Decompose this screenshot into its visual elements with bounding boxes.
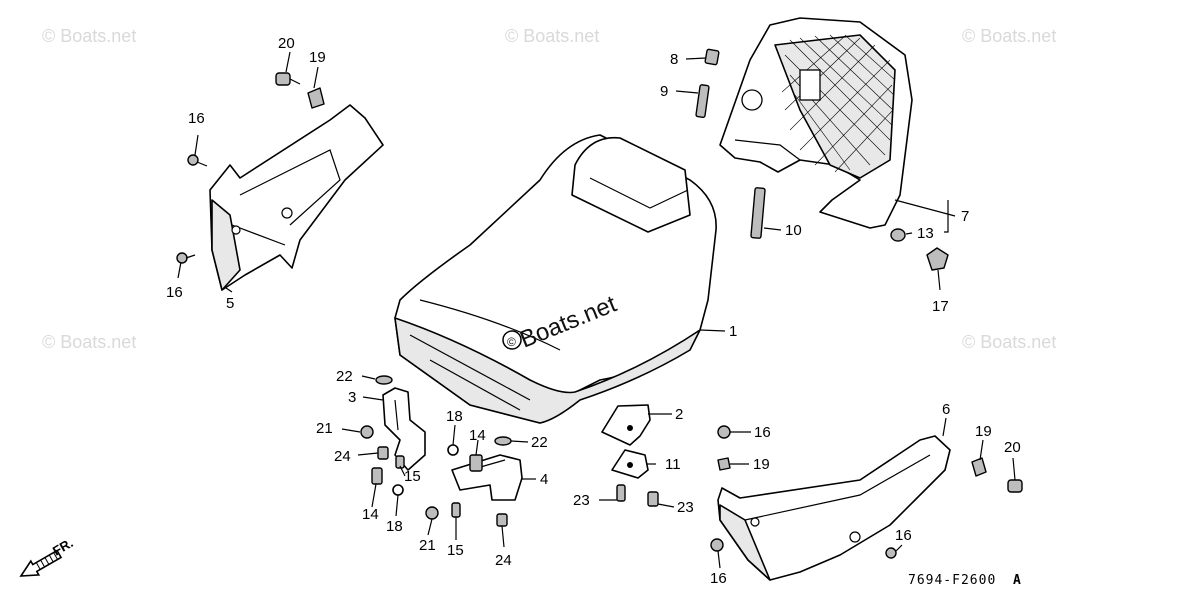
callout-7: 7 <box>961 208 969 225</box>
part-8[interactable] <box>704 48 720 66</box>
watermarks: © Boats.net © Boats.net © Boats.net © Bo… <box>42 26 1056 352</box>
callout-3: 3 <box>348 389 356 406</box>
callout-21b: 21 <box>419 537 436 554</box>
callout-21a: 21 <box>316 420 333 437</box>
watermark-mid-right: © Boats.net <box>962 332 1056 352</box>
callout-23a: 23 <box>573 492 590 509</box>
diagram-code-suffix: A <box>1013 573 1022 588</box>
hardware <box>176 72 1023 559</box>
callout-14b: 14 <box>469 427 486 444</box>
callout-15b: 15 <box>447 542 464 559</box>
callout-20b: 20 <box>1004 439 1021 456</box>
callout-13: 13 <box>917 225 934 242</box>
watermark-top-left: © Boats.net <box>42 26 136 46</box>
callout-16e: 16 <box>895 527 912 544</box>
callout-16d: 16 <box>710 570 727 587</box>
callout-23b: 23 <box>677 499 694 516</box>
callout-6: 6 <box>942 401 950 418</box>
part-9[interactable] <box>695 84 710 118</box>
watermark-top-center: © Boats.net <box>505 26 599 46</box>
callout-11: 11 <box>665 456 681 473</box>
part-clip-11[interactable] <box>611 449 649 479</box>
part-bracket-2[interactable] <box>601 404 651 446</box>
callout-19b: 19 <box>753 456 770 473</box>
callout-19c: 19 <box>975 423 992 440</box>
part-rear-cover[interactable] <box>719 17 913 229</box>
callouts: 1 2 3 4 5 6 7 8 9 10 11 13 14 14 15 15 1… <box>166 35 1021 587</box>
callout-16a: 16 <box>188 110 205 127</box>
callout-10: 10 <box>785 222 802 239</box>
part-bracket-3[interactable] <box>382 387 426 471</box>
callout-15a: 15 <box>404 468 421 485</box>
part-bracket-4[interactable] <box>451 454 523 501</box>
part-left-cover[interactable] <box>209 104 384 291</box>
callout-19a: 19 <box>309 49 326 66</box>
callout-14a: 14 <box>362 506 379 523</box>
callout-22a: 22 <box>336 368 353 385</box>
callout-24a: 24 <box>334 448 351 465</box>
callout-4: 4 <box>540 471 548 488</box>
front-direction-indicator: FR. <box>19 535 76 577</box>
callout-16b: 16 <box>166 284 183 301</box>
part-10[interactable] <box>750 187 766 239</box>
callout-17: 17 <box>932 298 949 315</box>
watermark-mid-left: © Boats.net <box>42 332 136 352</box>
leader-lines <box>177 51 1016 569</box>
callout-16c: 16 <box>754 424 771 441</box>
callout-8: 8 <box>670 51 678 68</box>
callout-24b: 24 <box>495 552 512 569</box>
callout-18b: 18 <box>386 518 403 535</box>
front-arrow-icon <box>19 549 63 577</box>
callout-22b: 22 <box>531 434 548 451</box>
callout-20a: 20 <box>278 35 295 52</box>
part-engine-cover[interactable]: Boats.net © <box>394 134 717 424</box>
callout-9: 9 <box>660 83 668 100</box>
callout-1: 1 <box>729 323 737 340</box>
watermark-top-right: © Boats.net <box>962 26 1056 46</box>
svg-text:©: © <box>507 335 516 349</box>
diagram-code: 7694-F2600 <box>908 573 996 588</box>
callout-2: 2 <box>675 406 683 423</box>
part-right-lower-cover[interactable] <box>717 435 951 581</box>
callout-18a: 18 <box>446 408 463 425</box>
callout-5: 5 <box>226 295 234 312</box>
